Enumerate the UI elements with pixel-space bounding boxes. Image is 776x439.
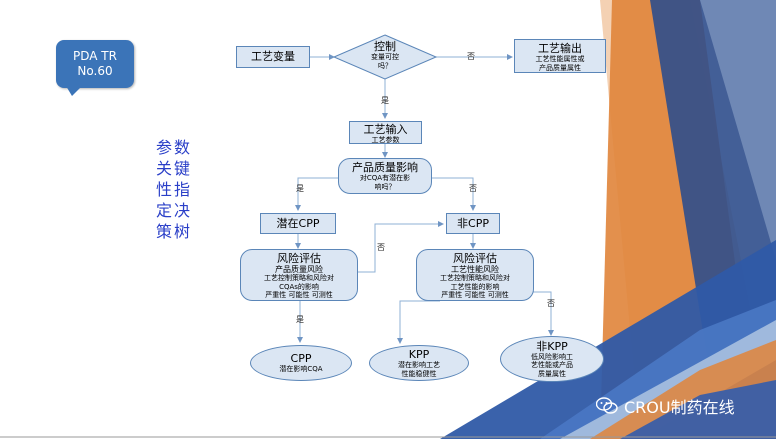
kpp-title: KPP <box>408 348 430 361</box>
nonkpp-sub3: 质量属性 <box>538 369 566 378</box>
non-cpp-label: 非CPP <box>457 217 489 230</box>
quality-impact-node: 产品质量影响 对CQA有潜在影 响吗？ <box>338 158 432 194</box>
edge-label-no-nonkpp: 否 <box>547 299 555 308</box>
process-output-sub1: 工艺性能属性或 <box>535 55 585 63</box>
control-decision-diamond <box>333 34 437 80</box>
risk-left-l4: 严重性 可能性 可测性 <box>265 291 333 299</box>
potential-cpp-node: 潜在CPP <box>260 213 336 234</box>
non-cpp-node: 非CPP <box>446 213 500 234</box>
risk-assessment-left-node: 风险评估 产品质量风险 工艺控制策略和风险对 CQAs的影响 严重性 可能性 可… <box>240 249 358 301</box>
risk-left-l3: CQAs的影响 <box>279 282 319 291</box>
kpp-node: KPP 潜在影响工艺 性能稳健性 <box>369 345 469 381</box>
risk-right-l3: 工艺性能的影响 <box>450 282 500 291</box>
title-line-5: 策树 <box>156 222 193 241</box>
badge-tail <box>66 86 82 96</box>
process-input-sub: 工艺参数 <box>371 136 400 144</box>
vertical-title: 参数 关键 性指 定决 策树 <box>156 137 198 242</box>
control-sub2: 吗？ <box>378 61 392 70</box>
process-input-title: 工艺输入 <box>363 123 408 136</box>
edge-label-yes-potential: 是 <box>296 184 304 193</box>
edge-label-no-noncpp: 否 <box>469 184 477 193</box>
watermark-text: CROU制药在线 <box>624 398 735 417</box>
control-decision-text: 控制 变量可控 吗？ <box>343 40 427 70</box>
wechat-icon <box>596 397 618 414</box>
quality-impact-sub2: 响吗？ <box>374 182 396 191</box>
badge-line1: PDA TR <box>73 49 117 63</box>
edge-label-yes-input: 是 <box>381 96 389 105</box>
cpp-title: CPP <box>290 352 312 366</box>
watermark: CROU制药在线 <box>596 394 735 418</box>
nonkpp-title: 非KPP <box>536 339 568 353</box>
cpp-node: CPP 潜在影响CQA <box>250 345 352 381</box>
risk-right-title: 风险评估 <box>453 252 497 265</box>
process-variable-node: 工艺变量 <box>236 46 310 68</box>
risk-left-l2: 工艺控制策略和风险对 <box>264 274 334 282</box>
non-kpp-node: 非KPP 低风险影响工 艺性能或产品 质量属性 <box>500 336 604 382</box>
title-line-4: 定决 <box>156 201 193 220</box>
kpp-sub2: 性能稳健性 <box>401 369 437 378</box>
nonkpp-sub2: 艺性能或产品 <box>531 361 573 370</box>
quality-impact-sub1: 对CQA有潜在影 <box>359 174 411 182</box>
edge-label-no-output: 否 <box>467 52 475 61</box>
process-variable-label: 工艺变量 <box>251 50 295 63</box>
badge-line2: No.60 <box>77 64 113 78</box>
risk-left-l1: 产品质量风险 <box>275 265 323 274</box>
process-output-node: 工艺输出 工艺性能属性或 产品质量属性 <box>514 39 606 73</box>
process-input-node: 工艺输入 工艺参数 <box>349 121 422 144</box>
edge-label-yes-cpp: 是 <box>296 315 304 324</box>
pda-badge: PDA TR No.60 <box>56 40 134 88</box>
edge-label-no-risk-left: 否 <box>377 243 385 252</box>
title-line-2: 关键 <box>156 159 193 178</box>
potential-cpp-label: 潜在CPP <box>276 217 320 230</box>
control-sub1: 变量可控 <box>371 53 399 61</box>
cpp-sub: 潜在影响CQA <box>279 365 323 374</box>
quality-impact-title: 产品质量影响 <box>352 161 418 174</box>
process-output-title: 工艺输出 <box>538 42 582 55</box>
risk-right-l4: 严重性 可能性 可测性 <box>441 291 509 299</box>
risk-assessment-right-node: 风险评估 工艺性能风险 工艺控制策略和风险对 工艺性能的影响 严重性 可能性 可… <box>416 249 534 301</box>
nonkpp-sub1: 低风险影响工 <box>531 352 573 361</box>
risk-right-l1: 工艺性能风险 <box>451 265 499 274</box>
title-line-3: 性指 <box>156 180 193 199</box>
risk-left-title: 风险评估 <box>277 252 321 265</box>
control-title: 控制 <box>374 40 396 53</box>
title-line-1: 参数 <box>156 138 193 157</box>
kpp-sub1: 潜在影响工艺 <box>398 361 440 369</box>
process-output-sub2: 产品质量属性 <box>539 63 581 72</box>
risk-right-l2: 工艺控制策略和风险对 <box>440 274 510 282</box>
